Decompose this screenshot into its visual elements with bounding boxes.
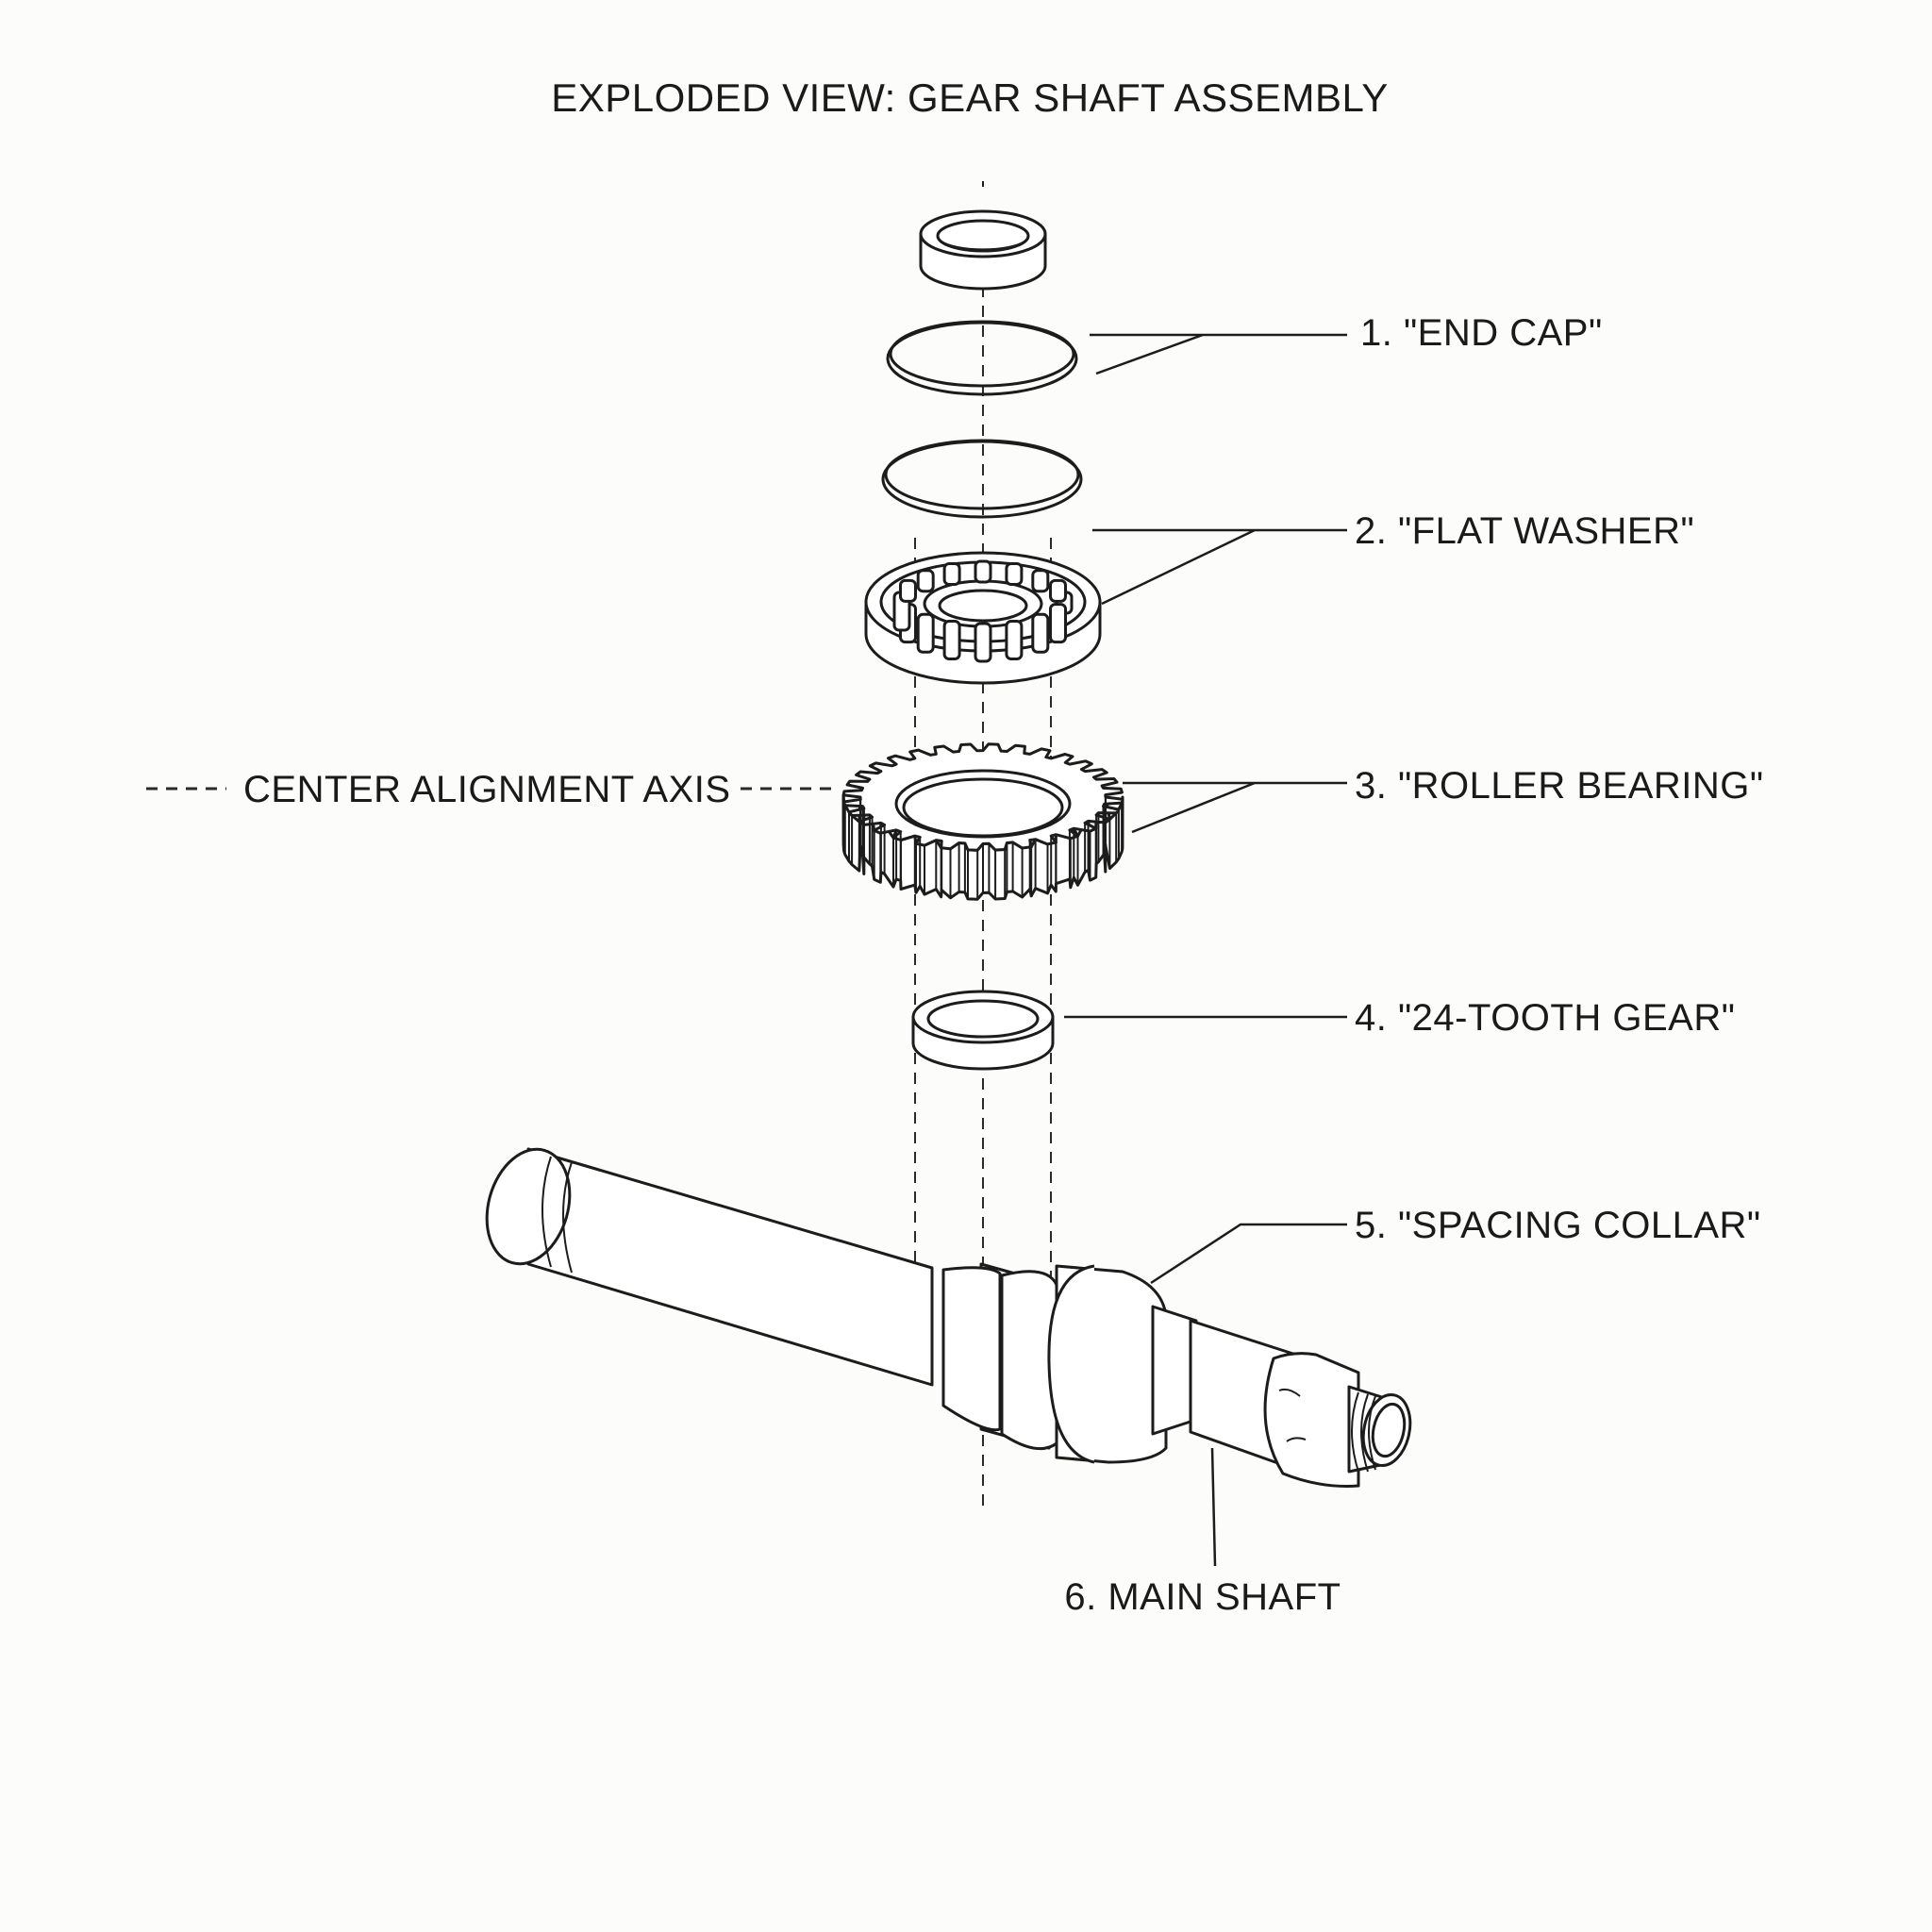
bearing-roller [916, 612, 935, 654]
bearing-roller [1005, 562, 1024, 586]
callout-spacing-collar: 5. "SPACING COLLAR" [1355, 1205, 1761, 1246]
bearing-roller [916, 569, 935, 593]
bearing-roller [1049, 603, 1067, 644]
bearing-roller [1049, 578, 1067, 603]
bearing-roller [974, 622, 992, 663]
bearing-roller [1031, 612, 1050, 654]
end-cap-part [919, 209, 1047, 291]
roller-bearing-part [864, 551, 1102, 685]
leader-lines [1064, 333, 1347, 1567]
callout-flat-washer: 2. "FLAT WASHER" [1355, 510, 1694, 552]
diagram-title: EXPLODED VIEW: GEAR SHAFT ASSEMBLY [551, 75, 1389, 120]
spacing-collar-part [911, 990, 1055, 1071]
bearing-roller [942, 620, 961, 660]
gear-teeth [842, 794, 1124, 900]
axis-label-group: CENTER ALIGNMENT AXIS [146, 769, 835, 810]
bearing-roller [1031, 569, 1050, 593]
bearing-roller [942, 562, 961, 586]
callout-main-shaft: 6. MAIN SHAFT [1064, 1576, 1341, 1618]
bearing-roller [974, 559, 992, 584]
axis-label: CENTER ALIGNMENT AXIS [243, 769, 731, 810]
callout-24-tooth-gear: 4. "24-TOOTH GEAR" [1355, 997, 1735, 1039]
thin-ring-part-lower [881, 439, 1083, 519]
bearing-roller [1005, 620, 1024, 660]
callout-end-cap: 1. "END CAP" [1360, 312, 1603, 354]
gear-part [841, 742, 1124, 901]
main-shaft-part [485, 1147, 1412, 1488]
callout-roller-bearing: 3. "ROLLER BEARING" [1355, 765, 1764, 807]
bearing-roller [899, 578, 917, 603]
thin-ring-part-upper [886, 320, 1078, 396]
bearing-rollers [892, 559, 1074, 663]
